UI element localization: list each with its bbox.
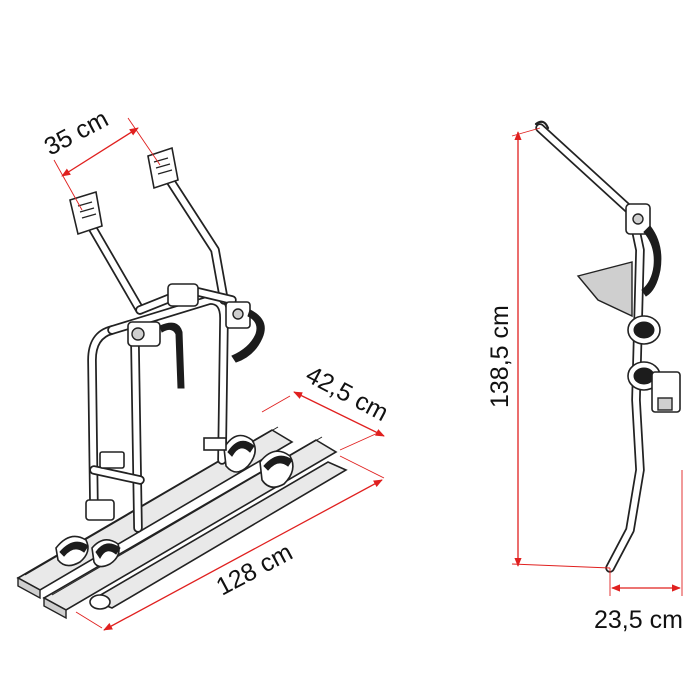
dimension-depth: 23,5 cm [594,470,683,634]
side-mount-bracket [625,203,651,235]
top-bracket-left [69,190,103,236]
side-wheel-cradle-2 [627,361,661,391]
dimension-label-wheel-spacing: 42,5 cm [301,361,393,427]
rack-perspective-view [16,146,348,620]
frame-holder-1 [127,321,185,389]
dimension-width-top: 35 cm [40,105,161,211]
wheel-cradle-1 [203,434,256,473]
rack-side-view [534,120,681,573]
dimension-label-depth: 23,5 cm [594,606,683,634]
dimension-label-length: 128 cm [212,538,298,601]
wheel-cradle-2 [259,450,294,488]
frame-holder-2 [167,283,265,363]
dimension-label-height: 138,5 cm [486,305,514,408]
side-wheel-holder-plate [576,261,633,318]
main-frame [77,160,237,533]
side-wheel-cradle-1 [627,315,661,345]
side-lower-block [651,371,681,413]
dimension-height: 138,5 cm [486,127,611,569]
dimension-length: 128 cm [75,455,385,631]
side-strap [641,225,662,297]
dimension-label-width-top: 35 cm [40,105,113,162]
